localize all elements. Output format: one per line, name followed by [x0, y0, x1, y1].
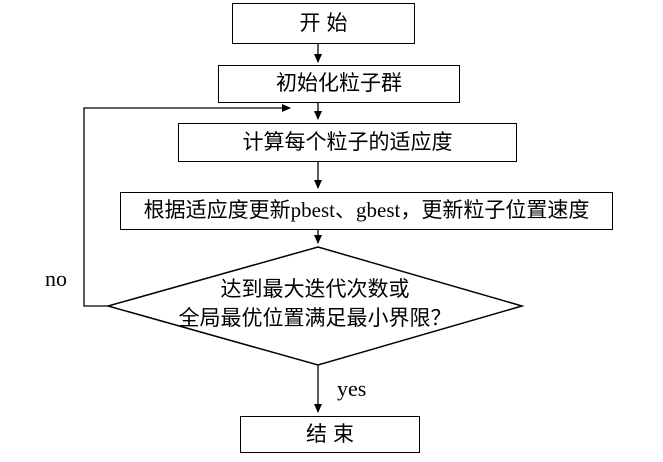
- decision-line2: 全局最优位置满足最小界限？: [178, 306, 452, 330]
- node-start: 开始: [232, 3, 415, 44]
- node-start-label: 开始: [299, 10, 354, 35]
- node-update-pbest-gbest: 根据适应度更新pbest、gbest，更新粒子位置速度: [120, 192, 613, 230]
- node-compute-fitness-label: 计算每个粒子的适应度: [242, 129, 453, 154]
- node-update-pbest-gbest-label: 根据适应度更新pbest、gbest，更新粒子位置速度: [143, 198, 590, 223]
- decision-line1: 达到最大迭代次数或: [220, 277, 410, 301]
- no-branch-label: no: [45, 266, 67, 291]
- decision-diamond-shape: [105, 246, 525, 366]
- arrow-no-loop: [83, 104, 291, 307]
- node-end: 结束: [240, 416, 420, 453]
- yes-branch-label: yes: [337, 376, 367, 401]
- decision-node-text: 达到最大迭代次数或 全局最优位置满足最小界限？: [108, 275, 522, 333]
- node-end-label: 结束: [306, 421, 360, 446]
- node-compute-fitness: 计算每个粒子的适应度: [178, 123, 517, 162]
- node-initialize-swarm: 初始化粒子群: [218, 65, 460, 103]
- node-initialize-swarm-label: 初始化粒子群: [276, 71, 402, 96]
